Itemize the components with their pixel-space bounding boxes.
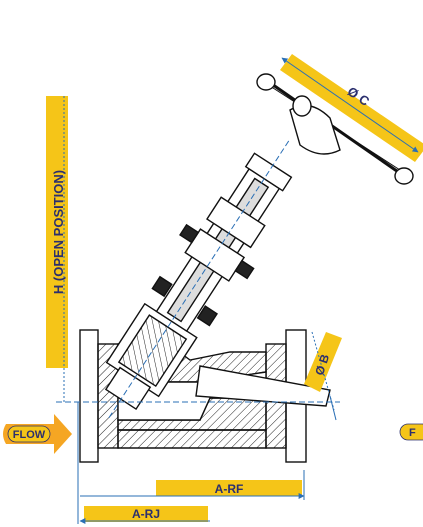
- height-label: H (OPEN POSITION): [51, 170, 66, 294]
- bolt: [196, 305, 218, 327]
- left-flange: [79, 329, 99, 463]
- height-label-bar: [46, 96, 68, 368]
- diameter-b-label: Ø B: [312, 352, 332, 377]
- diameter-b-label-bar: [304, 332, 342, 392]
- bonnet-assembly: [104, 140, 293, 418]
- height-dimension: H (OPEN POSITION): [46, 96, 68, 402]
- diameter-b-dim-line: [311, 331, 335, 411]
- a-rf-dimension: A-RF: [80, 470, 305, 500]
- flow-arrow-partial: F: [399, 423, 423, 441]
- a-rf-label-bar: [156, 480, 302, 496]
- flow-partial-label: F: [409, 427, 416, 439]
- diameter-b-tick: [329, 395, 337, 421]
- outlet-bore: [195, 365, 331, 407]
- a-rj-label-bar: [84, 506, 208, 522]
- a-rf-label: A-RF: [215, 482, 244, 496]
- bolt: [151, 275, 173, 298]
- flow-partial-pill: [399, 423, 423, 441]
- flow-label: FLOW: [13, 429, 46, 441]
- diameter-c-dim-line: [281, 57, 419, 153]
- lower-wall: [117, 429, 267, 449]
- diameter-b-dimension: Ø B: [304, 331, 342, 421]
- flow-arrow: FLOW: [3, 414, 72, 454]
- flow-label-pill: [7, 425, 51, 443]
- diameter-c-dimension: Ø C: [280, 54, 423, 162]
- a-rj-label: A-RJ: [132, 507, 160, 521]
- bolt: [234, 259, 255, 280]
- handwheel-end-left: [256, 73, 276, 91]
- handwheel-end-right: [394, 167, 414, 185]
- stem-centerline: [108, 140, 290, 418]
- a-rj-dimension: A-RJ: [77, 402, 210, 524]
- handwheel-knob: [292, 95, 312, 117]
- bolt: [179, 223, 200, 244]
